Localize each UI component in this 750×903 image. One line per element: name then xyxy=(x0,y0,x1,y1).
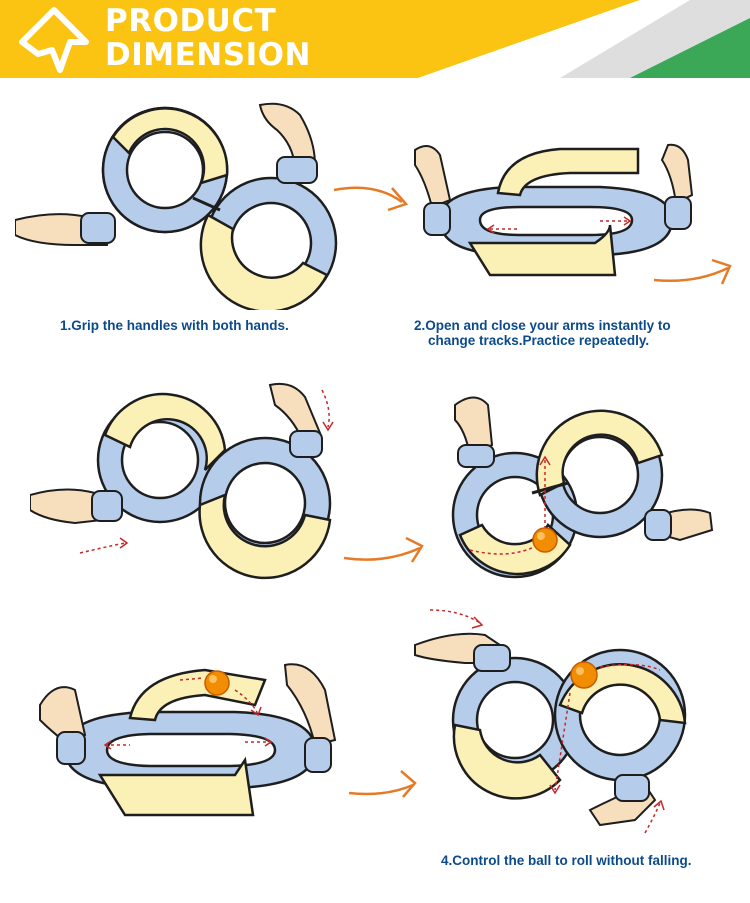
banner-title-line1: PRODUCT xyxy=(105,3,277,39)
step4-illustration xyxy=(430,385,720,585)
step2-caption-line2: change tracks.Practice repeatedly. xyxy=(428,333,650,348)
step3-illustration xyxy=(30,375,350,585)
step1-caption: 1.Grip the handles with both hands. xyxy=(60,318,289,333)
step-arrow-icon xyxy=(653,258,732,285)
step-arrow-icon xyxy=(333,186,409,212)
header-banner: PRODUCT DIMENSION xyxy=(0,0,750,78)
step4-caption: 4.Control the ball to roll without falli… xyxy=(441,853,692,868)
step2-caption-line1: 2.Open and close your arms instantly to xyxy=(414,318,671,333)
step6-illustration xyxy=(410,605,700,840)
step2-illustration xyxy=(410,135,700,285)
banner-background xyxy=(0,0,750,78)
banner-title-line2: DIMENSION xyxy=(105,37,311,73)
step5-illustration xyxy=(35,650,345,825)
step-arrow-icon xyxy=(348,770,417,798)
step1-illustration xyxy=(15,95,345,310)
step-arrow-icon xyxy=(343,536,424,563)
logo-icon xyxy=(19,7,89,73)
